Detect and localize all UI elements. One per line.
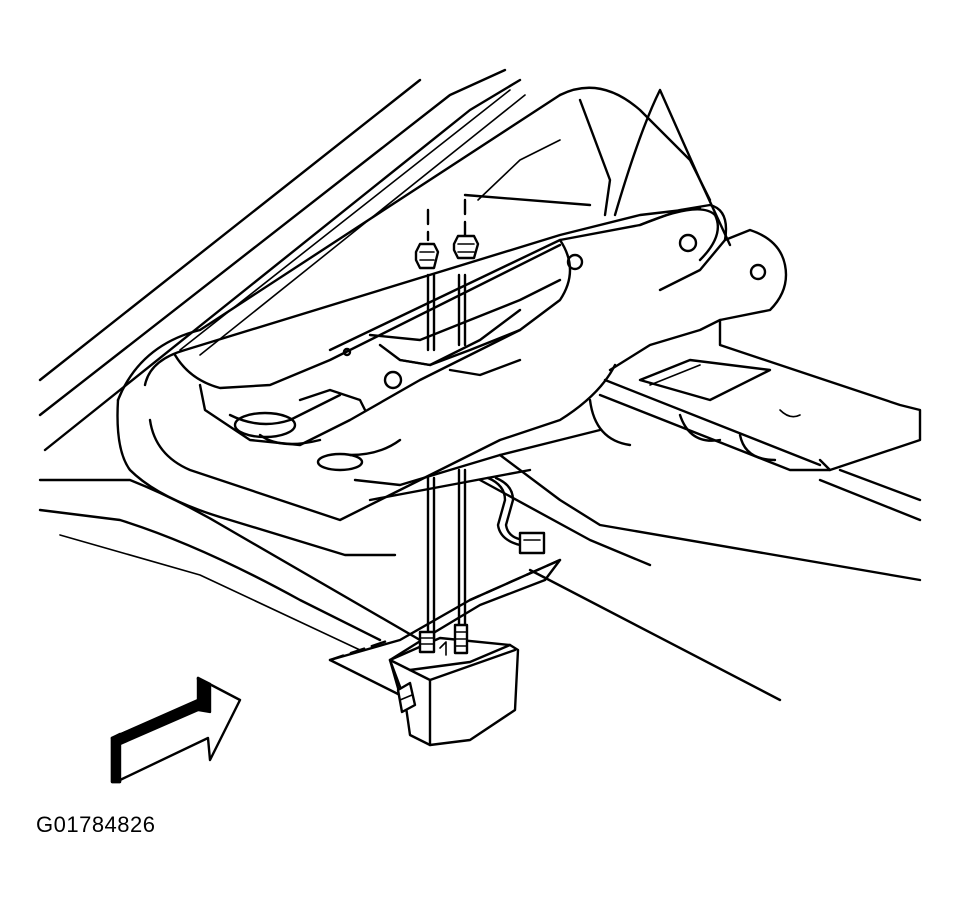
nut-icon [452,234,480,260]
installation-guide-lines [328,198,562,662]
a-pillar-lines [38,68,732,452]
harness-connector [518,531,546,555]
cross-member [116,206,702,557]
nut-icon [414,242,440,270]
wiring-harness [486,476,546,555]
view-direction-arrow-icon [110,676,242,784]
mounting-bracket [328,203,788,390]
module-mounting-pad [328,558,562,697]
floor-panel [353,318,922,702]
electronic-module-icon [388,623,520,747]
figure-id-label: G01784826 [36,812,156,837]
panel-lines-left [38,478,422,651]
